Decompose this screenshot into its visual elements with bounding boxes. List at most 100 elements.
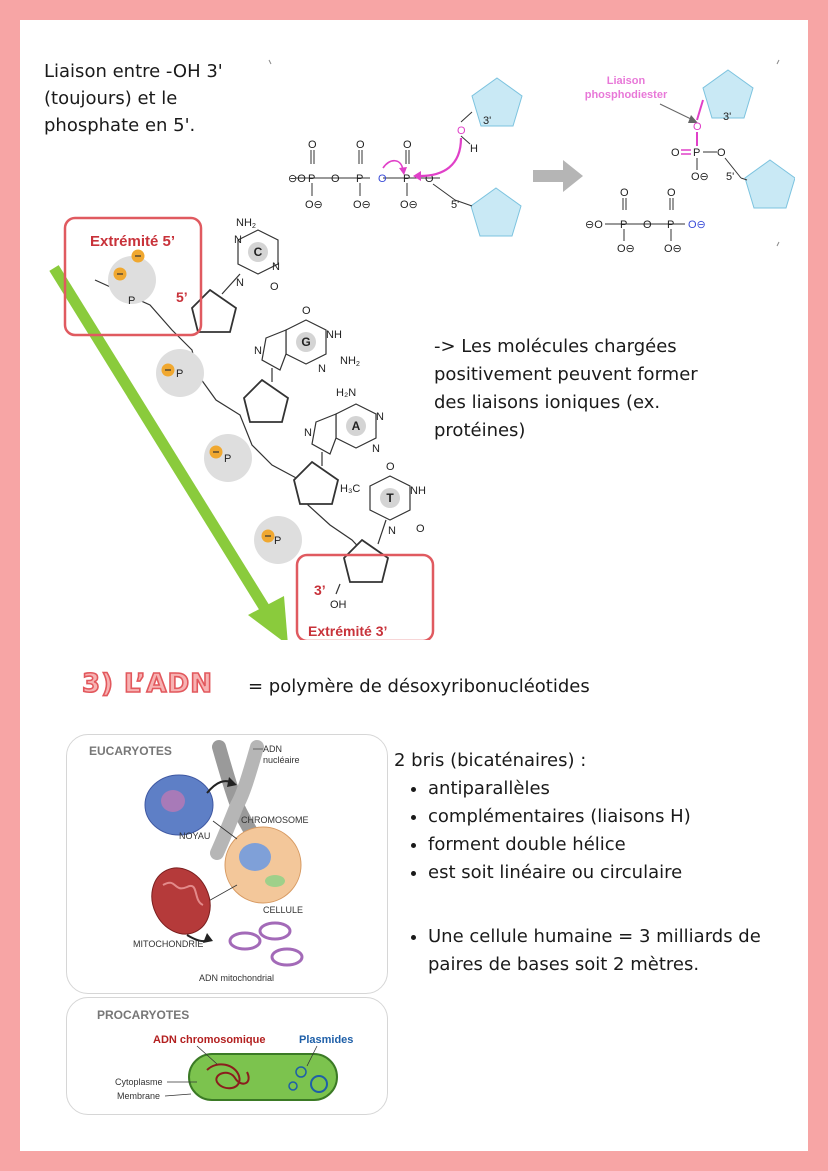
position-3-mark: 3’ — [314, 582, 326, 598]
strand-info-intro: 2 bris (bicaténaires) : — [394, 750, 587, 771]
adn-nucleaire-label: ADN — [263, 744, 282, 754]
oxygen-label: O — [416, 523, 425, 535]
svg-text:O⊖: O⊖ — [691, 171, 709, 183]
mitochondrie-label: MITOCHONDRIE — [133, 939, 203, 949]
strand-info: 2 bris (bicaténaires) : antiparallèles c… — [394, 747, 804, 979]
adn-mitochondrial-icon — [228, 921, 304, 967]
plasmides-label: Plasmides — [299, 1034, 353, 1046]
negative-charge-icon — [161, 363, 175, 377]
svg-text:O⊖: O⊖ — [664, 243, 682, 253]
base-letter: T — [386, 491, 394, 505]
list-item: est soit linéaire ou circulaire — [428, 859, 804, 887]
base-letter: A — [352, 419, 361, 433]
position-3-label: 3' — [483, 115, 491, 127]
hydrogen-label: H — [470, 143, 478, 155]
noyau-label: NOYAU — [179, 831, 210, 841]
triphosphate-group: ⊖O O P O⊖ O O P O⊖ O O P O⊖ O 5' — [288, 139, 459, 211]
bond-note-line: (toujours) et le — [44, 88, 178, 109]
adn-mitochondrial-label: ADN mitochondrial — [199, 973, 274, 983]
sugar-pentagon — [471, 77, 523, 127]
phosphodiester-label-line: phosphodiester — [585, 89, 668, 101]
oxygen-label: O — [693, 121, 702, 133]
oxygen-label: O — [356, 139, 365, 151]
base-letter: G — [301, 335, 310, 349]
oxygen-label: O — [331, 173, 340, 185]
negative-charge-icon — [261, 529, 275, 543]
nitrogen-label: N — [254, 345, 262, 357]
list-item: Une cellule humaine = 3 milliards de pai… — [428, 923, 798, 979]
oxygen-label: O — [378, 173, 387, 185]
oxygen-label: O — [403, 139, 412, 151]
adn-nucleaire-label: nucléaire — [263, 755, 300, 765]
negative-charge-icon — [131, 249, 145, 263]
nitrogen-label: N — [372, 443, 380, 455]
methyl-label: H₃C — [340, 483, 360, 495]
base-letter: C — [254, 245, 263, 259]
svg-text:O⊖: O⊖ — [688, 219, 706, 231]
svg-text:⊖O: ⊖O — [288, 173, 306, 185]
reaction-arrow — [533, 160, 583, 192]
phosphorus-label: P — [274, 535, 281, 547]
negative-charge-icon — [209, 445, 223, 459]
sugar-pentagon — [702, 69, 754, 119]
base-adenine: A H₂N N N N — [304, 387, 384, 466]
phosphorus-label: P — [620, 219, 627, 231]
nitrogen-label: N — [234, 234, 242, 246]
position-3-label: 3' — [723, 111, 731, 123]
svg-text:O⊖: O⊖ — [617, 243, 635, 253]
extremity-3-label: Extrémité 3’ — [308, 623, 387, 639]
direction-arrow — [49, 265, 277, 623]
oxygen-label: O — [457, 125, 466, 137]
oxygen-label: O — [308, 139, 317, 151]
phosphorus-label: P — [667, 219, 674, 231]
extremity-3-box — [295, 553, 435, 640]
nitrogen-label: N — [388, 525, 396, 537]
svg-text:⊖O: ⊖O — [585, 219, 603, 231]
bond-note-line: Liaison entre -OH 3' — [44, 61, 223, 82]
charge-note: -> Les molécules chargées positivement p… — [434, 333, 698, 445]
bond-note-line: phosphate en 5'. — [44, 115, 196, 136]
oxygen-label: O — [302, 305, 311, 317]
base-thymine: T O NH O N H₃C — [340, 461, 426, 545]
position-5-label: 5' — [726, 171, 734, 183]
mitochondrie-icon — [151, 867, 211, 935]
nitrogen-label: N — [318, 363, 326, 375]
dna-strand-diagram: P P P P C N N N O NH 2 G O NH — [49, 216, 435, 640]
section-definition: = polymère de désoxyribonucléotides — [248, 676, 590, 697]
sugar-pentagon — [744, 159, 795, 209]
chromosome-label: CHROMOSOME — [241, 815, 309, 825]
oxygen-label: O — [425, 173, 434, 185]
cellule-label: CELLULE — [263, 905, 303, 915]
amine-subscript: 2 — [252, 223, 256, 230]
phosphorus-label: P — [356, 173, 363, 185]
negative-charge-icon — [113, 267, 127, 281]
amine-label: NH — [340, 355, 356, 367]
nitrogen-label: N — [376, 411, 384, 423]
nitrogen-label: N — [304, 427, 312, 439]
phosphorus-label: P — [176, 368, 183, 380]
procaryotes-illustration: PROCARYOTES ADN chromosomique Plasmides … — [97, 1008, 353, 1101]
list-item: forment double hélice — [428, 831, 804, 859]
nh-label: NH — [326, 329, 342, 341]
oxygen-label: O — [667, 187, 676, 199]
phosphorus-label: P — [224, 453, 231, 465]
charge-note-line: positivement peuvent former — [434, 364, 698, 385]
svg-text:O⊖: O⊖ — [400, 199, 418, 211]
sugar-pentagon — [470, 187, 522, 237]
plasmid-icon — [288, 1081, 298, 1091]
phosphodiester-reaction-diagram: ⊖O O P O⊖ O O P O⊖ O O P O⊖ O 5' 3' O H — [268, 59, 795, 253]
eucaryotes-panel: EUCARYOTES ADN nucléaire CHROMOSOME NOYA… — [66, 734, 388, 994]
bond-note: Liaison entre -OH 3' (toujours) et le ph… — [44, 58, 223, 139]
amine-label: NH — [236, 217, 252, 229]
strand-properties-list: antiparallèles complémentaires (liaisons… — [394, 775, 804, 887]
base-guanine: G O NH NH 2 N N — [254, 305, 360, 382]
charge-note-line: -> Les molécules chargées — [434, 336, 677, 357]
page: Liaison entre -OH 3' (toujours) et le ph… — [20, 20, 808, 1151]
nitrogen-label: N — [236, 277, 244, 289]
hydroxyl-label: OH — [330, 599, 347, 611]
phosphorus-label: P — [693, 147, 700, 159]
adn-chromosomique-label: ADN chromosomique — [153, 1034, 265, 1046]
extremity-5-box — [63, 216, 203, 337]
phosphorus-label: P — [308, 173, 315, 185]
extremity-5-label: Extrémité 5’ — [90, 233, 175, 250]
